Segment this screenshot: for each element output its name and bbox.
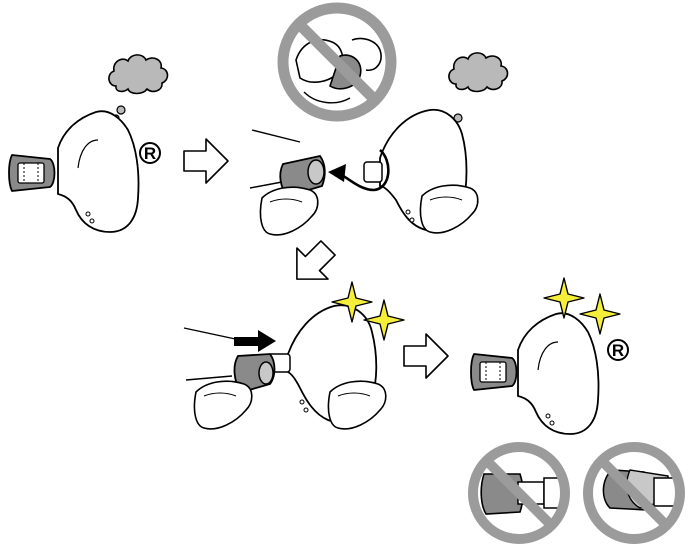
smoke-cloud-icon [448, 52, 509, 93]
tilted-insertion-prohibited-icon [583, 442, 685, 544]
eartip-icon [470, 353, 518, 391]
eartip-icon [233, 353, 276, 394]
right-marker: R [139, 142, 161, 164]
earphone-icon [57, 110, 140, 233]
hand-icon [259, 186, 319, 236]
right-marker-label: R [144, 144, 156, 163]
eartip-icon [8, 154, 56, 192]
earphone-icon [517, 312, 600, 435]
eartip-icon [279, 154, 326, 198]
next-arrow-icon [403, 333, 449, 379]
partial-insertion-prohibited-icon [468, 442, 570, 544]
smoke-cloud-icon [108, 54, 169, 95]
hand-icon [193, 380, 253, 430]
sparkle-icon [543, 277, 585, 319]
step-remove-eartip [249, 52, 509, 236]
hand-icon [419, 184, 479, 234]
right-marker-label: R [612, 341, 624, 360]
next-arrow-icon [280, 231, 345, 296]
right-marker: R [607, 339, 629, 361]
curved-arrow-icon [328, 149, 390, 192]
pinch-eartip-removal-prohibited-icon [277, 2, 397, 122]
hand-icon [327, 380, 387, 430]
step-clean-earphone: R [470, 277, 629, 435]
push-arrow-icon [234, 330, 276, 352]
next-arrow-icon [183, 138, 229, 184]
step-attach-new-eartip [183, 281, 405, 430]
step-dirty-earphone: R [8, 54, 169, 233]
